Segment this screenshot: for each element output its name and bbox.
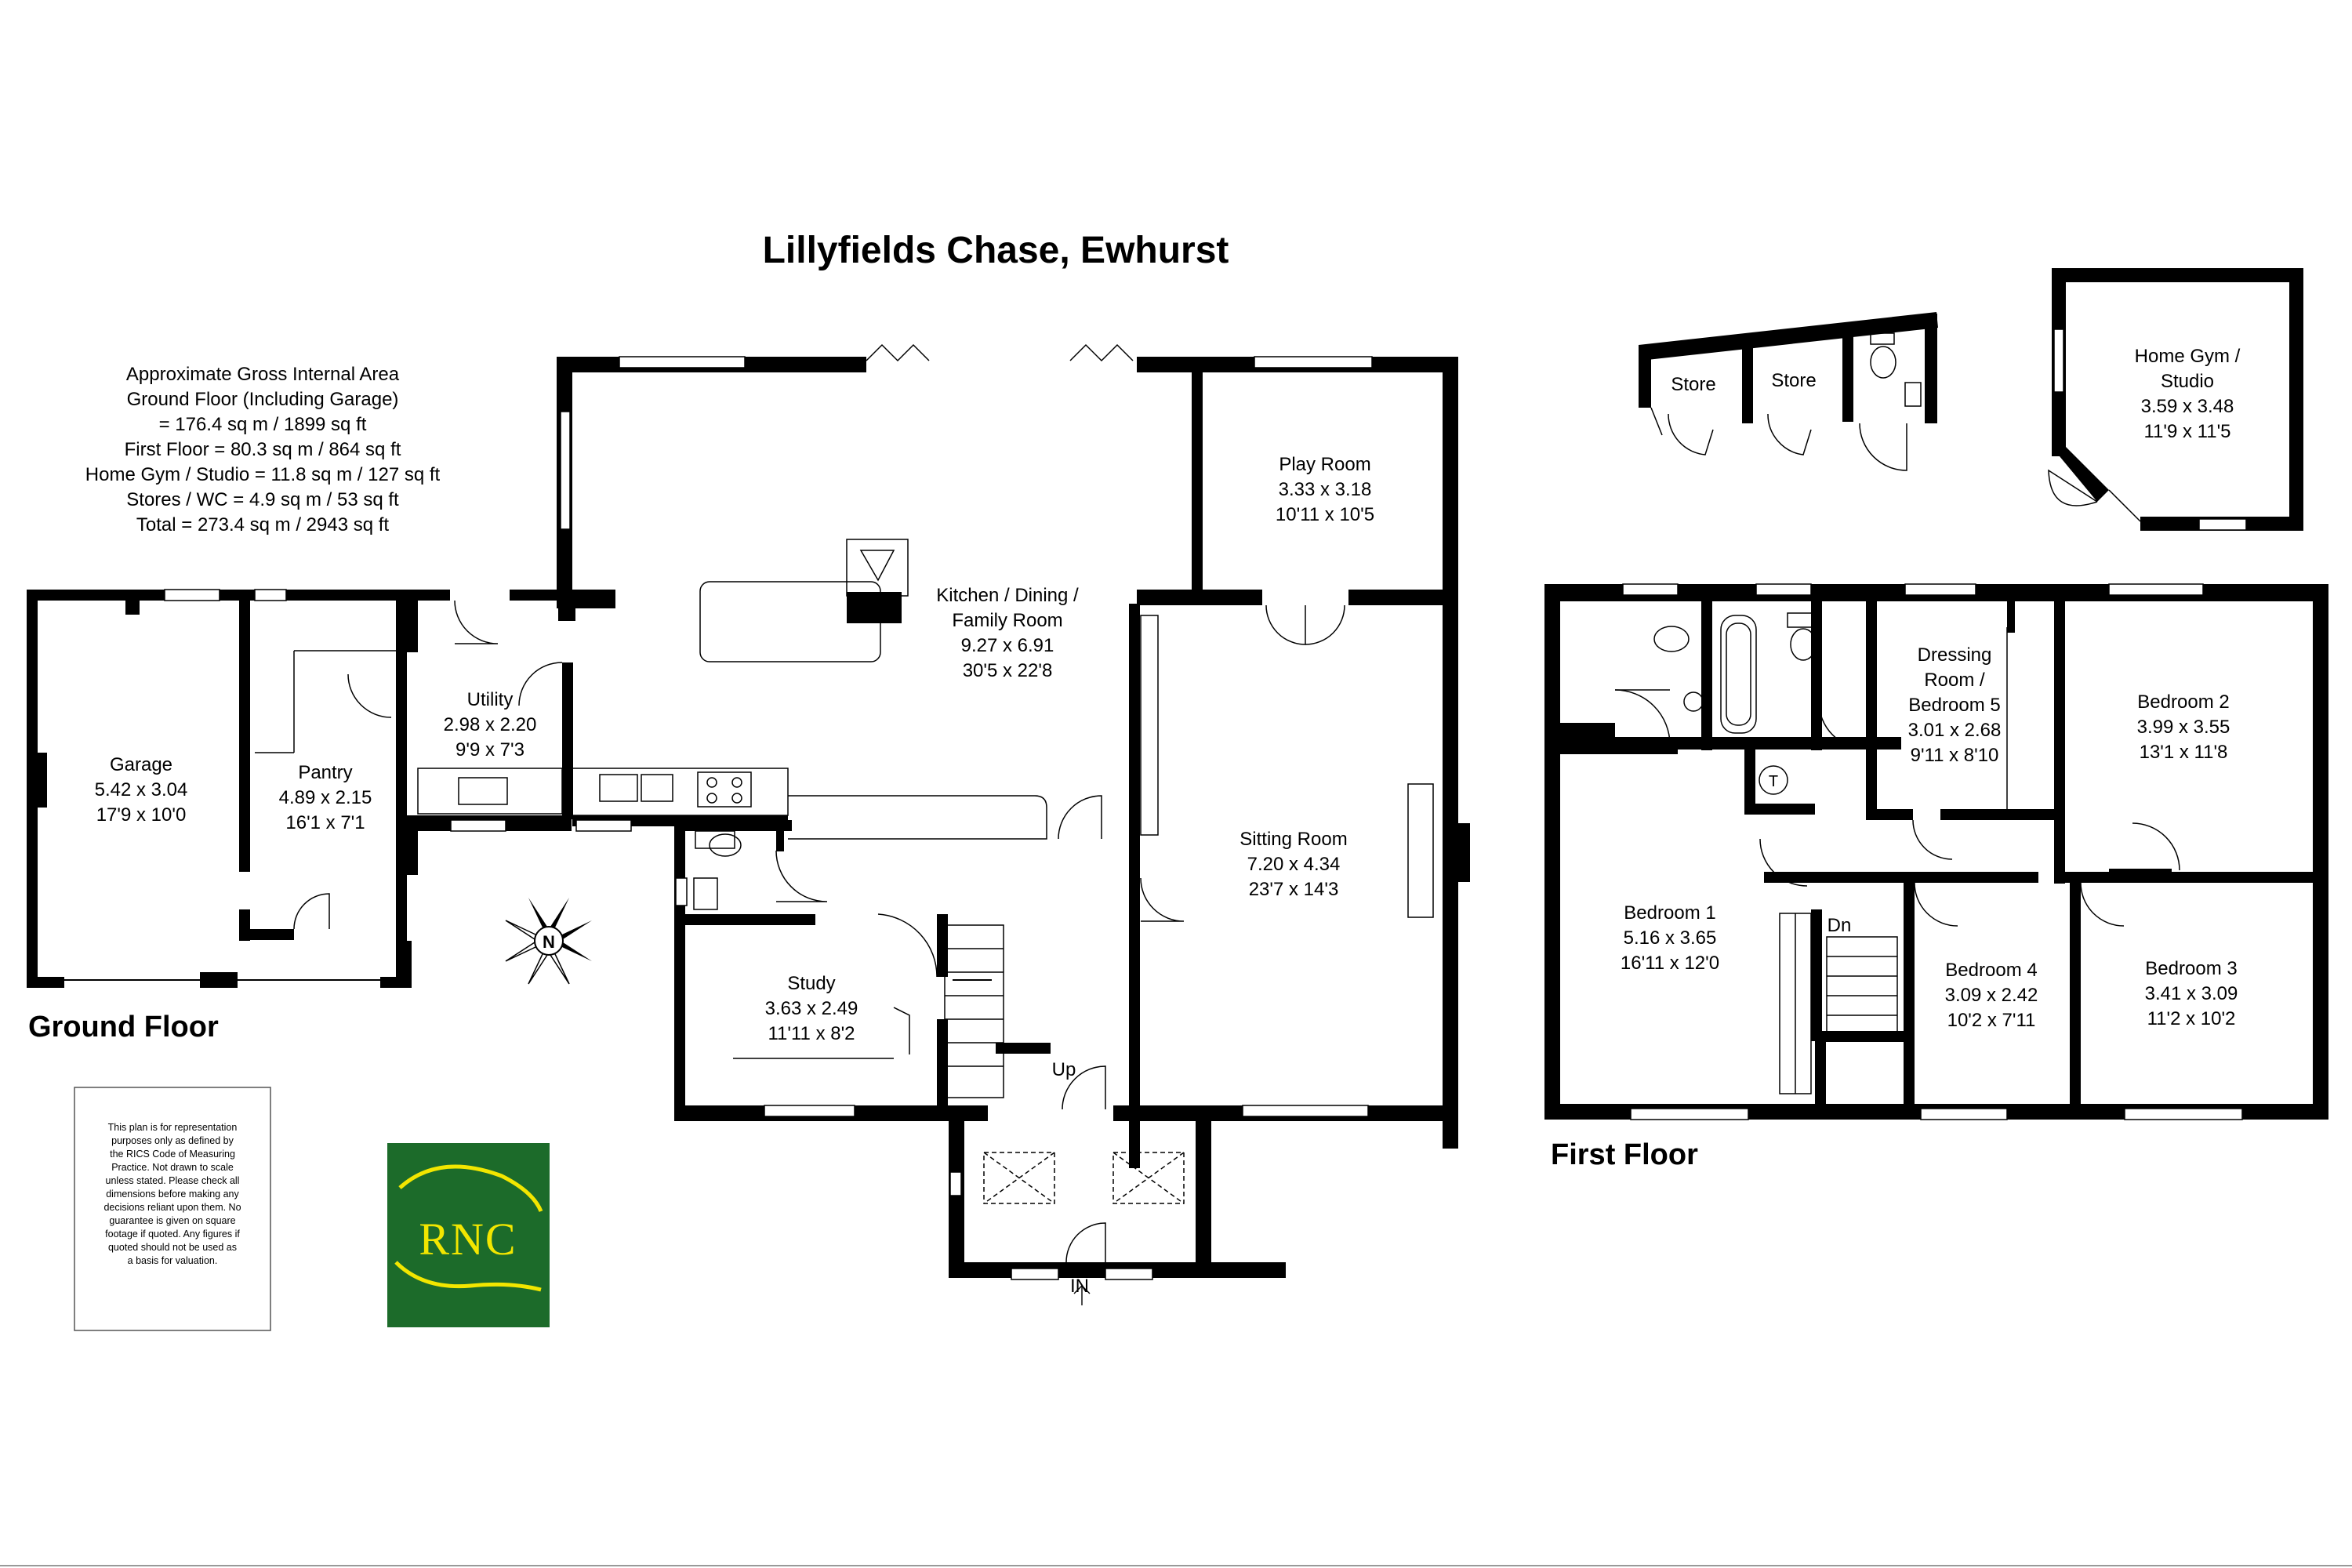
svg-text:3.59 x 3.48: 3.59 x 3.48	[2141, 396, 2234, 417]
svg-text:Room /: Room /	[1924, 670, 1985, 691]
svg-text:3.33 x 3.18: 3.33 x 3.18	[1279, 479, 1372, 500]
svg-text:2.98 x 2.20: 2.98 x 2.20	[444, 714, 537, 735]
area-line: Approximate Gross Internal Area	[126, 364, 400, 385]
area-line: Home Gym / Studio = 11.8 sq m / 127 sq f…	[85, 464, 441, 485]
plan-title: Lillyfields Chase, Ewhurst	[763, 230, 1229, 271]
svg-text:purposes only as defined by: purposes only as defined by	[111, 1135, 234, 1146]
svg-text:13'1 x 11'8: 13'1 x 11'8	[2140, 742, 2228, 763]
area-line: Ground Floor (Including Garage)	[127, 389, 399, 410]
svg-text:Kitchen / Dining /: Kitchen / Dining /	[936, 585, 1079, 606]
svg-text:3.99 x 3.55: 3.99 x 3.55	[2137, 717, 2230, 738]
svg-text:the RICS Code of Measuring: the RICS Code of Measuring	[110, 1149, 235, 1160]
logo-text: RNC	[419, 1214, 517, 1265]
svg-text:7.20 x 4.34: 7.20 x 4.34	[1247, 854, 1341, 875]
svg-text:Garage: Garage	[110, 754, 172, 775]
compass-icon: N	[505, 898, 592, 985]
svg-text:Home Gym /: Home Gym /	[2135, 346, 2241, 367]
svg-text:Practice. Not drawn to scale: Practice. Not drawn to scale	[111, 1162, 234, 1173]
svg-text:11'9 x 11'5: 11'9 x 11'5	[2143, 421, 2230, 442]
stairs-down-label: Dn	[1828, 915, 1852, 936]
area-line: First Floor = 80.3 sq m / 864 sq ft	[125, 439, 401, 460]
svg-text:9'9 x 7'3: 9'9 x 7'3	[456, 739, 524, 760]
stairs-up-label: Up	[1052, 1059, 1076, 1080]
room-bedroom-1: Bedroom 1 5.16 x 3.65 16'11 x 12'0	[1621, 902, 1719, 974]
svg-text:3.01 x 2.68: 3.01 x 2.68	[1908, 720, 2002, 741]
svg-text:Study: Study	[787, 973, 835, 994]
tank-label: T	[1769, 773, 1778, 790]
disclaimer-box: This plan is for representation purposes…	[74, 1087, 271, 1331]
room-store-2: Store	[1771, 370, 1816, 391]
svg-text:Studio: Studio	[2161, 371, 2214, 392]
svg-text:This plan is for representatio: This plan is for representation	[108, 1122, 238, 1133]
svg-text:3.09 x 2.42: 3.09 x 2.42	[1945, 985, 2038, 1006]
svg-text:9'11 x 8'10: 9'11 x 8'10	[1911, 745, 1999, 766]
svg-text:11'2 x 10'2: 11'2 x 10'2	[2147, 1008, 2236, 1029]
svg-text:unless stated. Please check al: unless stated. Please check all	[106, 1175, 240, 1186]
svg-text:4.89 x 2.15: 4.89 x 2.15	[279, 787, 372, 808]
room-garage: Garage 5.42 x 3.04 17'9 x 10'0	[95, 754, 188, 826]
room-labels: Garage 5.42 x 3.04 17'9 x 10'0 Pantry 4.…	[95, 346, 2241, 1297]
svg-text:quoted should not be used as: quoted should not be used as	[108, 1242, 237, 1253]
room-utility: Utility 2.98 x 2.20 9'9 x 7'3	[444, 689, 537, 760]
svg-text:3.41 x 3.09: 3.41 x 3.09	[2145, 983, 2238, 1004]
svg-text:Bedroom 5: Bedroom 5	[1908, 695, 2000, 716]
entrance-label: IN	[1070, 1276, 1089, 1297]
area-summary: Approximate Gross Internal Area Ground F…	[85, 364, 441, 535]
svg-text:Family Room: Family Room	[952, 610, 1062, 631]
room-kitchen: Kitchen / Dining / Family Room 9.27 x 6.…	[936, 585, 1079, 681]
first-floor-plan: T	[1544, 583, 2328, 1120]
ground-floor-plan	[27, 343, 1470, 1305]
svg-text:dimensions before making any: dimensions before making any	[106, 1189, 239, 1200]
svg-text:decisions reliant upon them. N: decisions reliant upon them. No	[103, 1202, 241, 1213]
room-study: Study 3.63 x 2.49 11'11 x 8'2	[765, 973, 858, 1044]
svg-text:17'9 x 10'0: 17'9 x 10'0	[96, 804, 187, 826]
room-home-gym: Home Gym / Studio 3.59 x 3.48 11'9 x 11'…	[2135, 346, 2241, 442]
compass-letter: N	[543, 932, 555, 952]
svg-text:Bedroom 2: Bedroom 2	[2137, 691, 2229, 713]
svg-text:a basis for valuation.: a basis for valuation.	[128, 1255, 218, 1266]
room-dressing: Dressing Room / Bedroom 5 3.01 x 2.68 9'…	[1908, 644, 2002, 766]
area-line: Stores / WC = 4.9 sq m / 53 sq ft	[126, 489, 399, 510]
stores-plan	[1639, 312, 1938, 471]
svg-text:Pantry: Pantry	[298, 762, 352, 783]
room-pantry: Pantry 4.89 x 2.15 16'1 x 7'1	[279, 762, 372, 833]
svg-text:30'5 x 22'8: 30'5 x 22'8	[963, 660, 1053, 681]
svg-text:11'11 x 8'2: 11'11 x 8'2	[768, 1023, 855, 1044]
room-bedroom-2: Bedroom 2 3.99 x 3.55 13'1 x 11'8	[2137, 691, 2230, 763]
svg-text:Bedroom 1: Bedroom 1	[1624, 902, 1715, 924]
svg-text:3.63 x 2.49: 3.63 x 2.49	[765, 998, 858, 1019]
svg-text:10'2 x 7'11: 10'2 x 7'11	[1947, 1010, 2036, 1031]
svg-text:5.42 x 3.04: 5.42 x 3.04	[95, 779, 188, 800]
company-logo: RNC	[387, 1143, 550, 1327]
ground-floor-heading: Ground Floor	[28, 1011, 219, 1044]
svg-text:Bedroom 3: Bedroom 3	[2145, 958, 2237, 979]
home-gym-plan	[2048, 268, 2303, 531]
room-bedroom-4: Bedroom 4 3.09 x 2.42 10'2 x 7'11	[1945, 960, 2038, 1031]
room-playroom: Play Room 3.33 x 3.18 10'11 x 10'5	[1276, 454, 1374, 525]
svg-text:Utility: Utility	[467, 689, 514, 710]
svg-text:Dressing: Dressing	[1918, 644, 1992, 666]
svg-text:16'1 x 7'1: 16'1 x 7'1	[285, 812, 365, 833]
svg-text:footage if quoted. Any figures: footage if quoted. Any figures if	[105, 1229, 240, 1240]
svg-text:5.16 x 3.65: 5.16 x 3.65	[1624, 927, 1717, 949]
svg-text:Play Room: Play Room	[1279, 454, 1370, 475]
svg-text:Sitting Room: Sitting Room	[1240, 829, 1347, 850]
room-store-1: Store	[1671, 374, 1715, 395]
svg-text:10'11 x 10'5: 10'11 x 10'5	[1276, 504, 1374, 525]
svg-text:9.27 x 6.91: 9.27 x 6.91	[961, 635, 1054, 656]
room-bedroom-3: Bedroom 3 3.41 x 3.09 11'2 x 10'2	[2145, 958, 2238, 1029]
area-line: = 176.4 sq m / 1899 sq ft	[159, 414, 367, 435]
svg-text:Bedroom 4: Bedroom 4	[1945, 960, 2037, 981]
area-line: Total = 273.4 sq m / 2943 sq ft	[136, 514, 390, 535]
svg-text:16'11 x 12'0: 16'11 x 12'0	[1621, 953, 1719, 974]
room-sitting: Sitting Room 7.20 x 4.34 23'7 x 14'3	[1240, 829, 1347, 900]
first-floor-heading: First Floor	[1551, 1138, 1698, 1171]
svg-text:23'7 x 14'3: 23'7 x 14'3	[1249, 879, 1339, 900]
svg-text:guarantee is given on square: guarantee is given on square	[109, 1215, 235, 1226]
